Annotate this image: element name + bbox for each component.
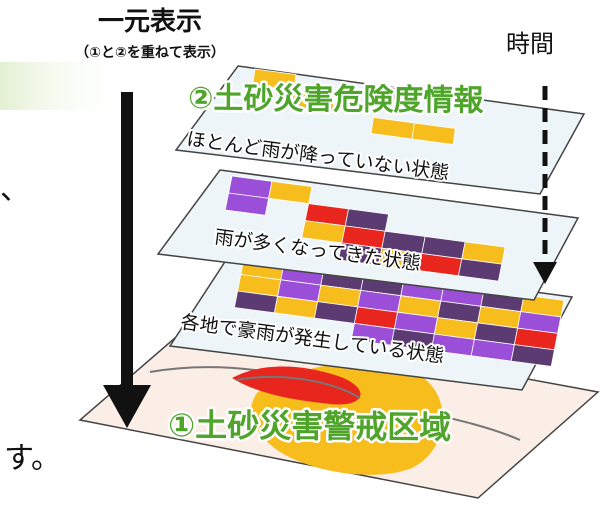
overlay-arrow-icon xyxy=(103,92,151,428)
unified-display-subtitle: （①と②を重ねて表示） xyxy=(75,44,225,61)
warning-zone-title: ①土砂災害警戒区域 xyxy=(168,406,451,446)
layer-heavy-rain xyxy=(168,250,574,391)
base-layer-warning-zone xyxy=(78,317,600,499)
left-text-mark: 、 xyxy=(0,172,30,207)
time-label: 時間 xyxy=(506,30,554,58)
risk-cell xyxy=(411,122,456,145)
risk-cell xyxy=(224,192,270,216)
risk-cell xyxy=(290,90,336,113)
risk-cell xyxy=(375,85,420,108)
bottom-text-fragment: す。 xyxy=(4,441,61,476)
unified-display-title: 一元表示 xyxy=(98,7,202,37)
risk-cell xyxy=(457,258,503,282)
time-arrow-icon xyxy=(533,86,557,284)
risk-cell xyxy=(510,344,555,367)
layer-little-rain xyxy=(174,65,586,195)
risk-info-title: ②土砂災害危険度情報 xyxy=(188,81,485,119)
left-panel-strip xyxy=(0,62,128,110)
layer-increasing-rain xyxy=(156,169,580,301)
